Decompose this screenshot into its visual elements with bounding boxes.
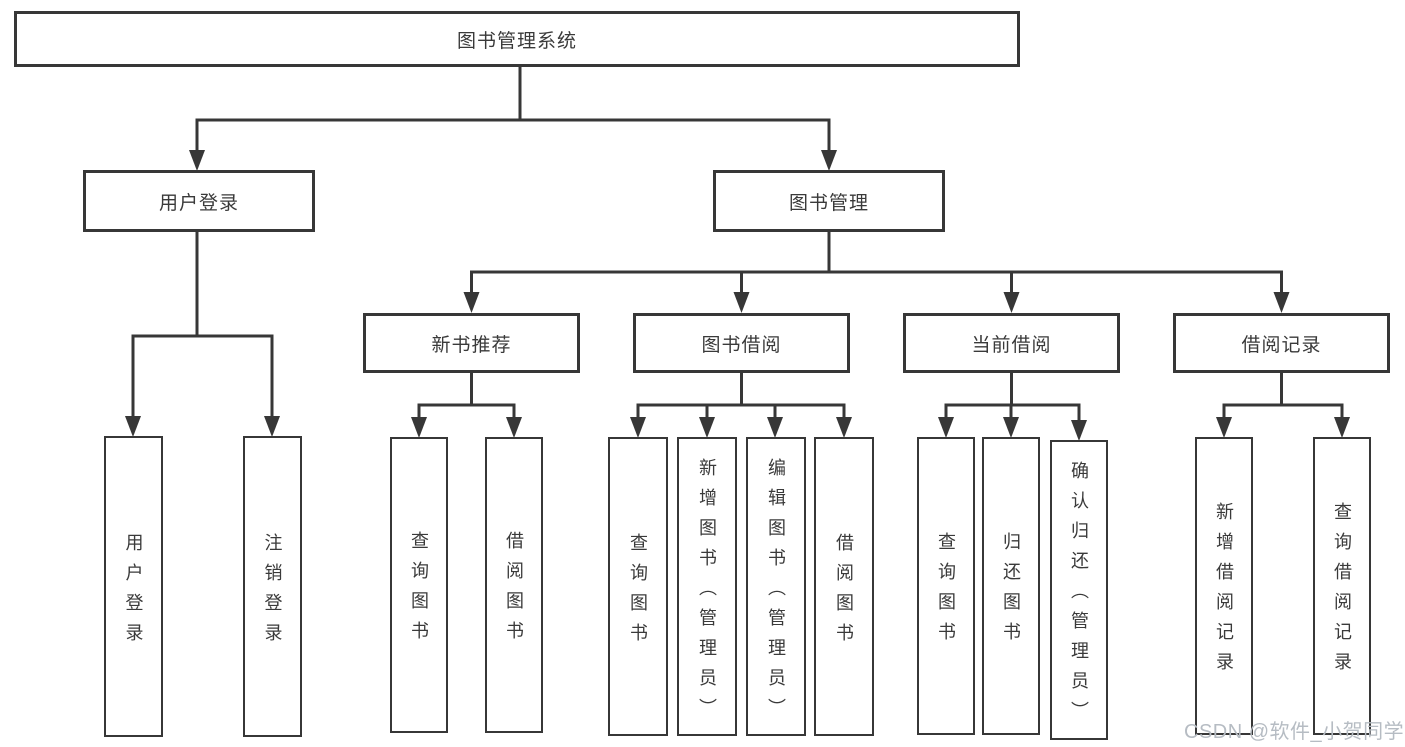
leaf-return-books: 归还图书 <box>982 437 1040 735</box>
leaf-query-borrow-record: 查询借阅记录 <box>1313 437 1371 735</box>
leaf-edit-books-admin: 编辑图书（管理员） <box>746 437 806 736</box>
leaf-user-login-label: 用户登录 <box>123 532 144 653</box>
leaf-add-borrow-record: 新增借阅记录 <box>1195 437 1253 735</box>
leaf-borrow-books-recommend: 借阅图书 <box>485 437 543 733</box>
leaf-return-books-label: 归还图书 <box>1001 532 1021 652</box>
leaf-query-books-current-label: 查询图书 <box>936 532 956 652</box>
node-current-borrowing-label: 当前借阅 <box>971 334 1052 356</box>
node-user-login-label: 用户登录 <box>158 192 239 214</box>
leaf-confirm-return-admin: 确认归还（管理员） <box>1050 440 1108 740</box>
node-borrowing-records: 借阅记录 <box>1173 313 1390 373</box>
csdn-watermark: CSDN @软件_小贺同学 <box>1184 721 1405 743</box>
node-library-management-system-label: 图书管理系统 <box>456 30 577 52</box>
leaf-query-books-recommend: 查询图书 <box>390 437 448 733</box>
leaf-user-login: 用户登录 <box>104 436 163 737</box>
leaf-confirm-return-admin-label: 确认归还（管理员） <box>1069 461 1089 731</box>
node-borrowing-records-label: 借阅记录 <box>1241 334 1322 356</box>
node-book-management-label: 图书管理 <box>788 192 869 214</box>
leaf-query-books-recommend-label: 查询图书 <box>409 531 429 651</box>
leaf-query-books-current: 查询图书 <box>917 437 975 735</box>
leaf-query-borrow-record-label: 查询借阅记录 <box>1332 502 1352 682</box>
node-new-book-recommendation: 新书推荐 <box>363 313 580 373</box>
leaf-logout-login: 注销登录 <box>243 436 302 737</box>
node-current-borrowing: 当前借阅 <box>903 313 1120 373</box>
leaf-logout-login-label: 注销登录 <box>262 532 283 653</box>
node-library-management-system: 图书管理系统 <box>14 11 1020 67</box>
node-book-management: 图书管理 <box>713 170 945 232</box>
leaf-query-books-borrowing: 查询图书 <box>608 437 668 736</box>
leaf-query-books-borrowing-label: 查询图书 <box>628 532 648 653</box>
leaf-borrow-books-recommend-label: 借阅图书 <box>504 531 524 651</box>
node-book-borrowing-label: 图书借阅 <box>701 334 782 356</box>
node-book-borrowing: 图书借阅 <box>633 313 850 373</box>
leaf-add-borrow-record-label: 新增借阅记录 <box>1214 502 1234 682</box>
leaf-add-books-admin-label: 新增图书（管理员） <box>697 457 717 728</box>
leaf-borrow-books-borrowing: 借阅图书 <box>814 437 874 736</box>
leaf-add-books-admin: 新增图书（管理员） <box>677 437 737 736</box>
node-new-book-recommendation-label: 新书推荐 <box>431 334 512 356</box>
leaf-edit-books-admin-label: 编辑图书（管理员） <box>766 457 786 728</box>
node-user-login: 用户登录 <box>83 170 315 232</box>
leaf-borrow-books-borrowing-label: 借阅图书 <box>834 532 854 653</box>
